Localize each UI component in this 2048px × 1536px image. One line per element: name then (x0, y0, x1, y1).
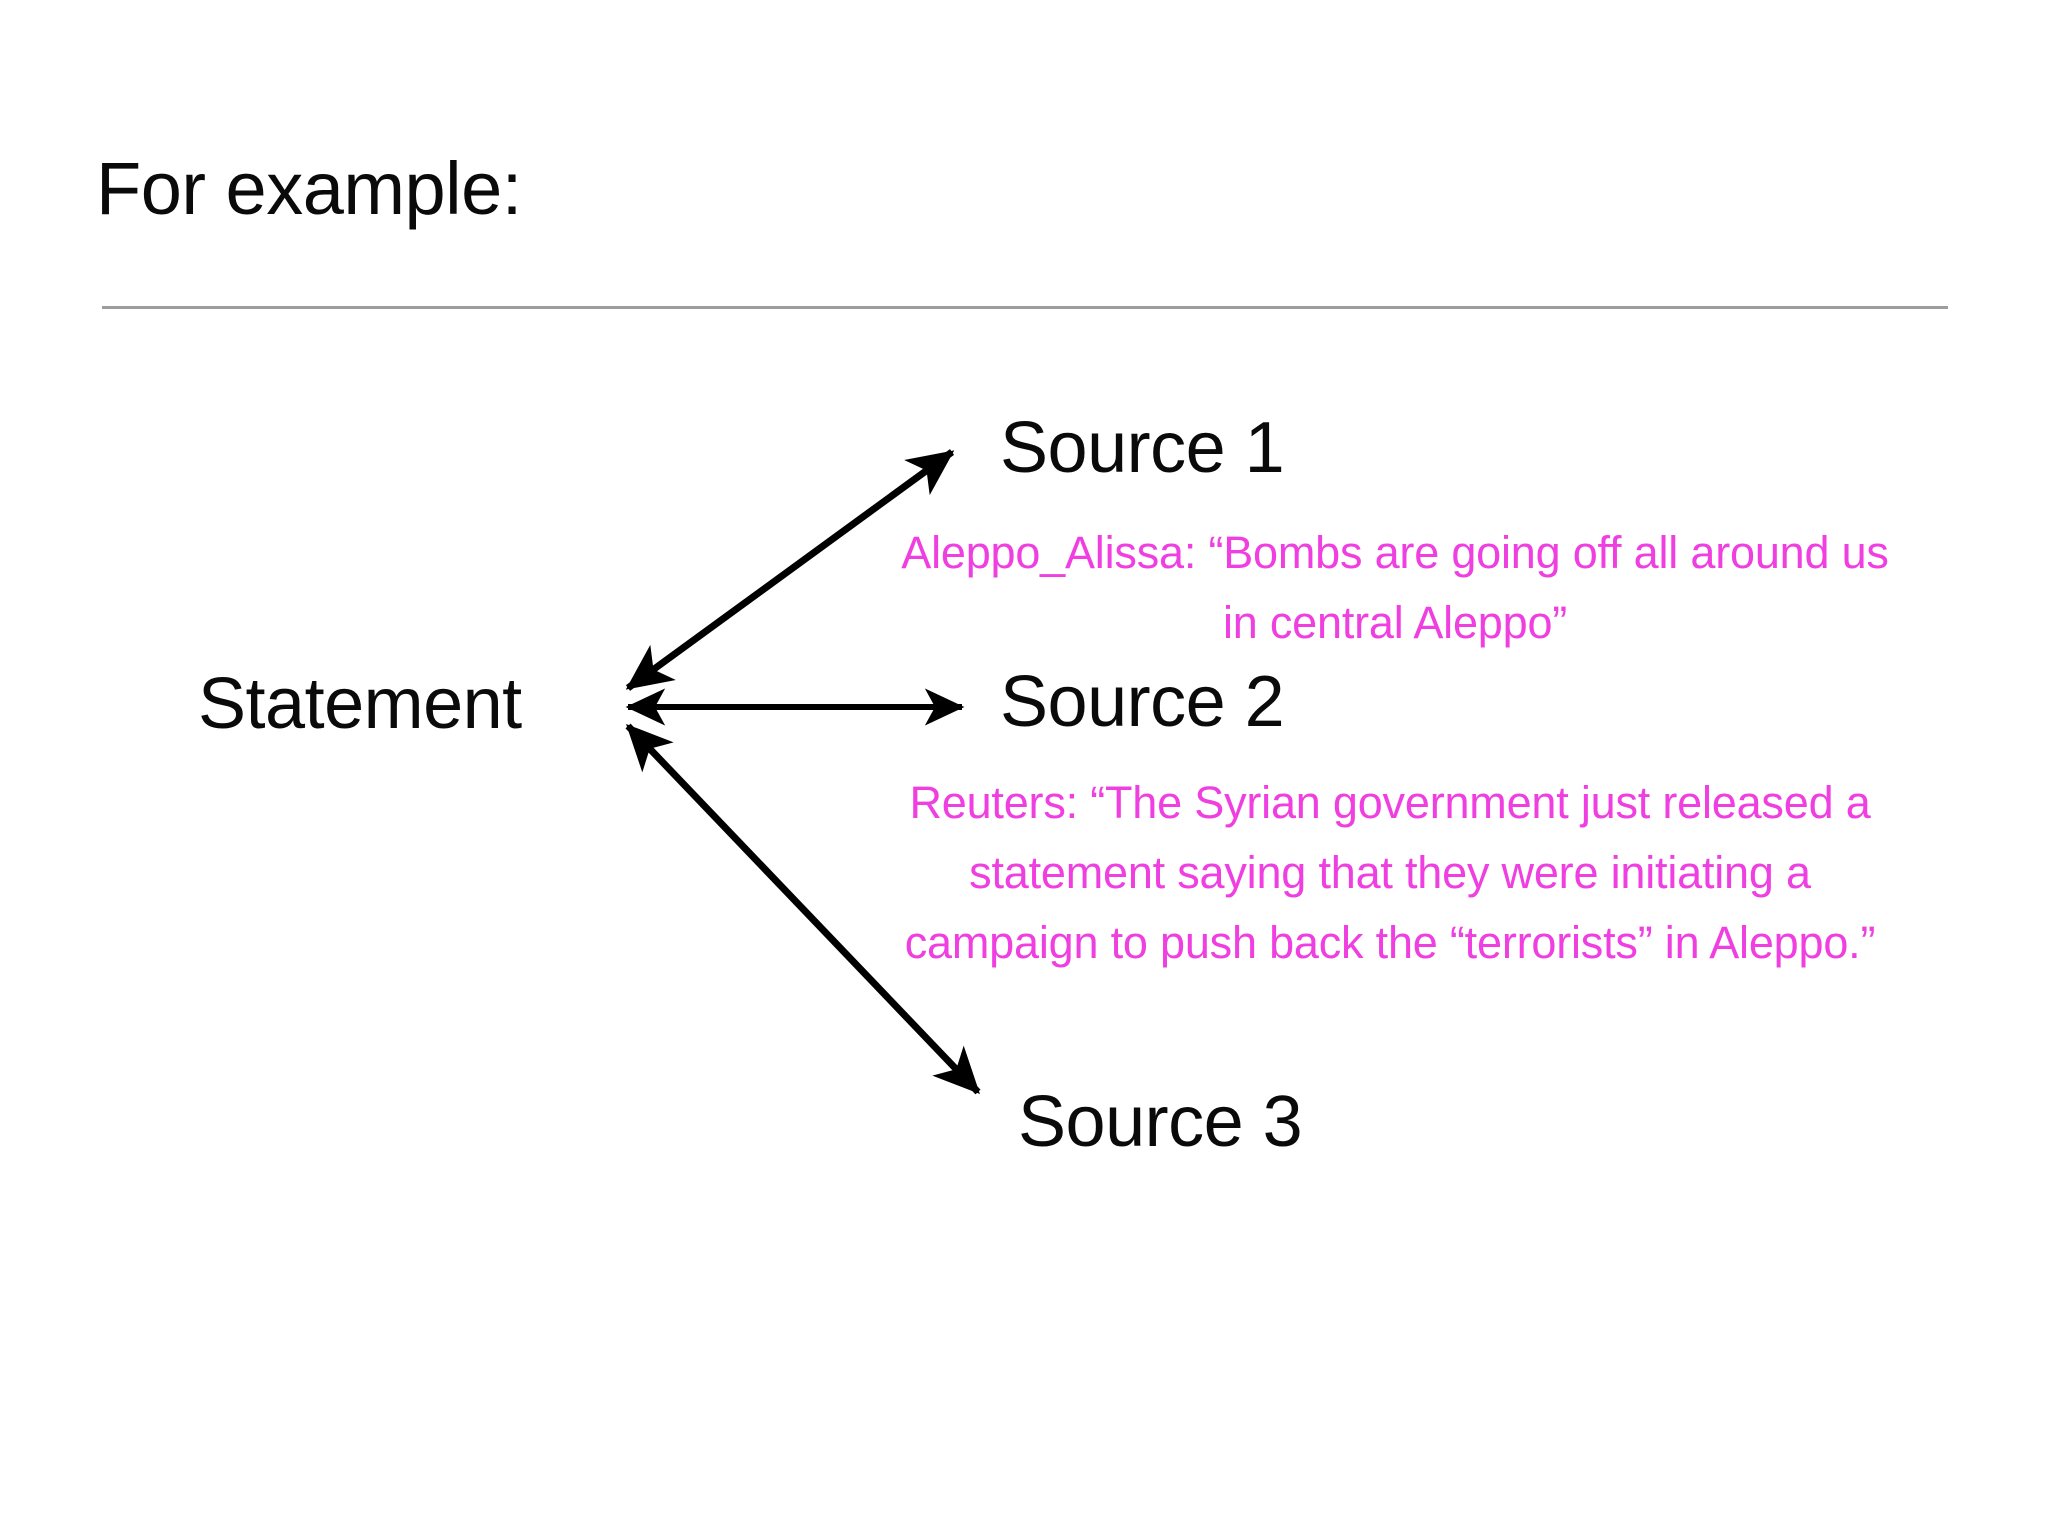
node-source-2: Source 2 (1000, 662, 1285, 742)
node-statement: Statement (198, 664, 522, 744)
edge-statement-source-3 (625, 723, 981, 1095)
quote-source-2: Reuters: “The Syrian government just rel… (904, 777, 1876, 968)
title-divider (102, 306, 1948, 309)
page-title: For example: (96, 147, 522, 230)
node-source-1: Source 1 (1000, 408, 1285, 488)
node-source-3: Source 3 (1018, 1082, 1303, 1162)
edge-statement-source-1 (625, 449, 955, 691)
quote-source-1: Aleppo_Alissa: “Bombs are going off all … (901, 527, 1889, 648)
